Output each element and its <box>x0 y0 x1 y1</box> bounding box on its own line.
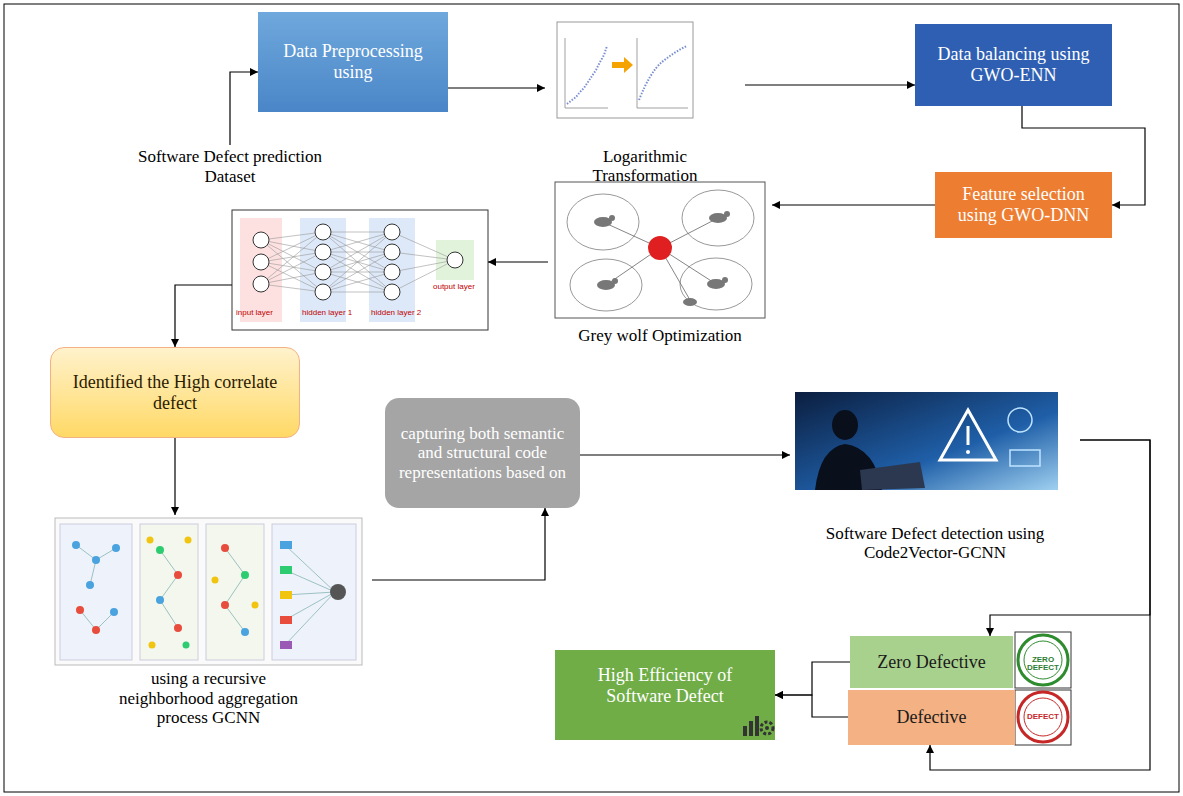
stamp-text: DEFECT <box>1021 713 1065 721</box>
picture-caption-node: using a recursive neighborhood aggregati… <box>45 515 372 730</box>
flow-arrow <box>772 204 935 205</box>
picture-caption-node: Software Defect detection using Code2Vec… <box>790 390 1080 565</box>
layer-label: hidden layer 1 <box>302 308 352 317</box>
flow-arrow <box>775 662 850 695</box>
process-box: capturing both semantic and structural c… <box>385 398 580 508</box>
flow-arrow <box>580 454 790 455</box>
flow-arrow <box>448 87 545 88</box>
node-text: Logarithmic Transformation <box>551 147 739 186</box>
node-text: High Efficiency of Software Defect <box>569 665 761 706</box>
frame <box>4 4 1179 792</box>
node-text: Grey wolf Optimization <box>578 326 741 346</box>
process-box: Data Preprocessing using <box>258 12 448 112</box>
flow-arrow <box>488 261 548 262</box>
result-box: Identified the High correlate defect <box>50 347 300 438</box>
stamp-text: ZERO DEFECT <box>1021 656 1065 672</box>
grey-wolf-figure <box>555 182 765 318</box>
node-text: Data balancing using GWO-ENN <box>925 44 1102 85</box>
zero-defect-stamp <box>1015 632 1071 688</box>
flow-arrow <box>372 508 545 580</box>
node-text: Software Defect detection using Code2Vec… <box>796 524 1074 563</box>
efficiency-icon <box>741 712 775 738</box>
neural-network-figure <box>232 210 488 330</box>
node-text: Defective <box>897 707 967 728</box>
picture-caption-node: Logarithmic Transformation <box>545 20 745 190</box>
defect-detection-photo <box>795 392 1058 490</box>
defect-stamp <box>1015 690 1071 745</box>
process-box: Feature selection using GWO-DNN <box>935 172 1112 238</box>
layer-label: output layer <box>433 282 475 291</box>
flow-arrow <box>775 695 848 717</box>
process-box: Data balancing using GWO-ENN <box>915 24 1112 106</box>
node-text: capturing both semantic and structural c… <box>395 424 570 483</box>
layer-label: input layer <box>236 308 273 317</box>
result-box: High Efficiency of Software Defect <box>555 650 775 740</box>
dataset-label: Software Defect prediction Dataset <box>130 145 330 189</box>
node-text: Data Preprocessing using <box>268 41 438 82</box>
flow-arrow <box>174 438 175 515</box>
flow-arrow <box>230 72 258 145</box>
node-text: Identified the High correlate defect <box>63 372 287 413</box>
gcnn-figure <box>55 518 362 665</box>
flow-arrow <box>175 285 232 347</box>
node-text: Zero Defective <box>877 652 985 673</box>
node-text: Software Defect prediction Dataset <box>130 147 330 186</box>
layer-label: hidden layer 2 <box>371 308 421 317</box>
node-text: using a recursive neighborhood aggregati… <box>103 669 314 728</box>
outcome-box: Defective <box>848 690 1015 745</box>
node-text: Feature selection using GWO-DNN <box>943 184 1104 225</box>
flow-arrow <box>745 84 915 85</box>
outcome-box: Zero Defective <box>850 636 1013 688</box>
neural-network-node: input layer hidden layer 1 hidden layer 2 o… <box>232 210 488 330</box>
picture-caption-node: Grey wolf Optimization <box>548 178 772 350</box>
log-plot <box>557 22 693 118</box>
